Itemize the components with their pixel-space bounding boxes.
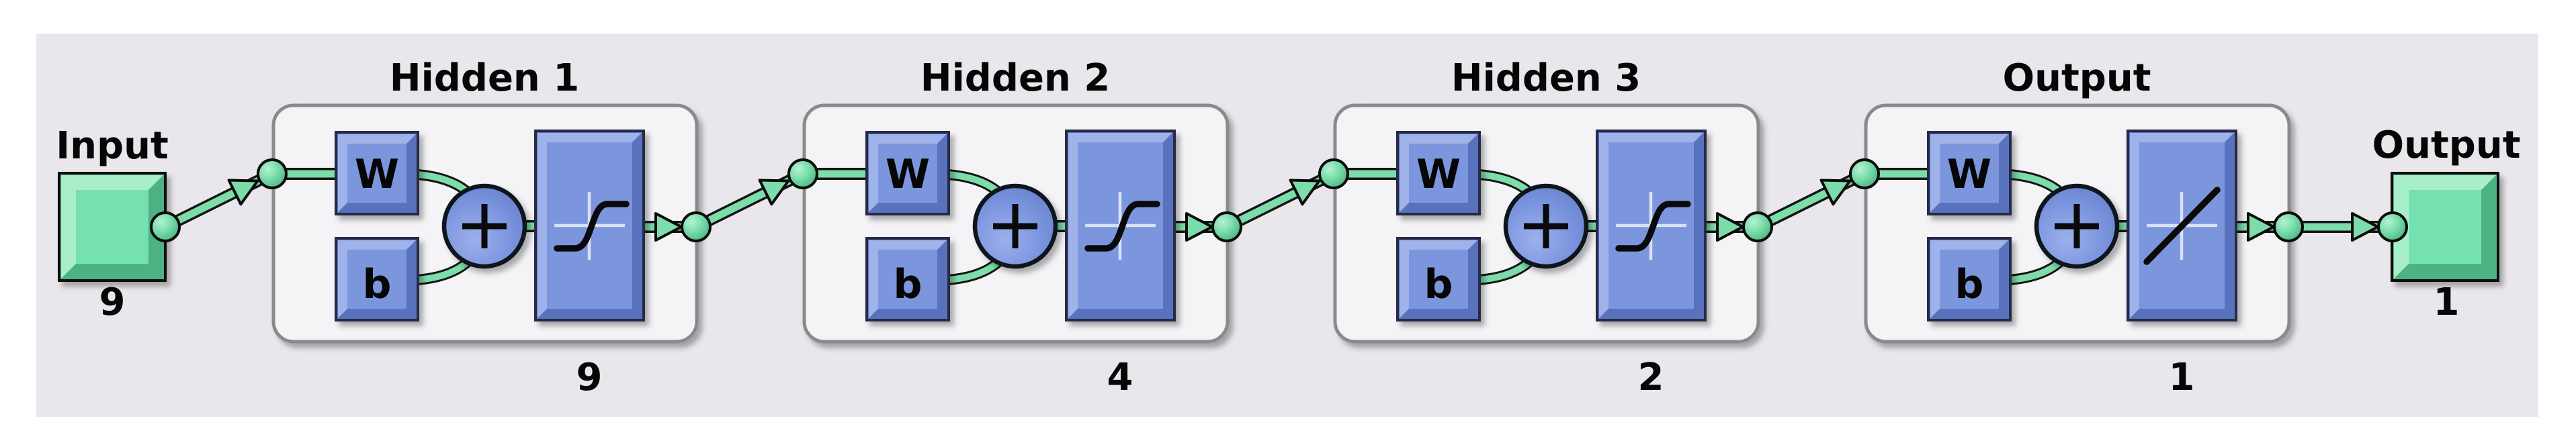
weight-label: W xyxy=(1416,151,1461,198)
exit-node xyxy=(2273,211,2304,242)
weight-label: W xyxy=(1947,151,1991,198)
connection-arrow-icon xyxy=(758,179,790,206)
exit-arrow-icon xyxy=(654,212,683,242)
output-size-label: 1 xyxy=(2434,281,2460,324)
output-label: Output xyxy=(2372,123,2521,167)
input-block xyxy=(58,172,167,282)
sum-plus-icon xyxy=(993,204,1037,248)
exit-arrow-icon xyxy=(2247,212,2275,242)
exit-node xyxy=(681,211,712,242)
purelin-icon xyxy=(2143,187,2221,265)
layer-size-label: 9 xyxy=(576,356,603,399)
input-size-label: 9 xyxy=(99,281,126,324)
layer-title: Hidden 1 xyxy=(390,56,580,100)
entry-node xyxy=(1849,158,1880,189)
connection-arrow-icon xyxy=(1289,179,1321,206)
connections xyxy=(162,168,2393,242)
bias-label: b xyxy=(1424,261,1453,308)
exit-node xyxy=(1211,211,1242,242)
sum-plus-icon xyxy=(462,204,507,248)
layer-title: Output xyxy=(2003,56,2151,100)
exit-arrow-icon xyxy=(1716,212,1744,242)
tansig-icon xyxy=(1084,201,1160,252)
entry-node xyxy=(1318,158,1349,189)
layer-size-label: 2 xyxy=(1638,356,1664,399)
weight-label: W xyxy=(355,151,399,198)
sum-plus-icon xyxy=(1524,204,1568,248)
tansig-icon xyxy=(1615,201,1691,252)
layer-hidden-3: W b Hidden 3 2 xyxy=(1318,56,1773,399)
tansig-icon xyxy=(554,201,630,252)
output-node xyxy=(2377,211,2408,242)
layer-hidden-2: W b Hidden 2 4 xyxy=(787,56,1242,399)
exit-arrow-icon xyxy=(1185,212,1213,242)
entry-node xyxy=(787,158,818,189)
connection-arrow-icon xyxy=(1819,179,1852,206)
layer-title: Hidden 3 xyxy=(1451,56,1641,100)
input-node xyxy=(150,211,181,242)
connection-arrow-icon xyxy=(227,179,259,206)
exit-node xyxy=(1742,211,1773,242)
bias-label: b xyxy=(894,261,922,308)
layer-hidden-1: W b Hidden 1 9 xyxy=(257,56,712,399)
bias-label: b xyxy=(363,261,392,308)
entry-node xyxy=(257,158,288,189)
input-label: Input xyxy=(56,124,168,168)
input-group: Input 9 xyxy=(56,124,168,324)
output-group: Output 1 xyxy=(2372,123,2521,324)
layer-title: Hidden 2 xyxy=(920,56,1111,100)
connection-arrow-icon xyxy=(2351,212,2379,242)
layer-size-label: 4 xyxy=(1107,356,1133,399)
weight-label: W xyxy=(886,151,930,198)
sum-plus-icon xyxy=(2055,204,2099,248)
bias-label: b xyxy=(1955,261,1984,308)
layer-size-label: 1 xyxy=(2169,356,2195,399)
layer-output: W b Output 1 xyxy=(1849,56,2304,399)
